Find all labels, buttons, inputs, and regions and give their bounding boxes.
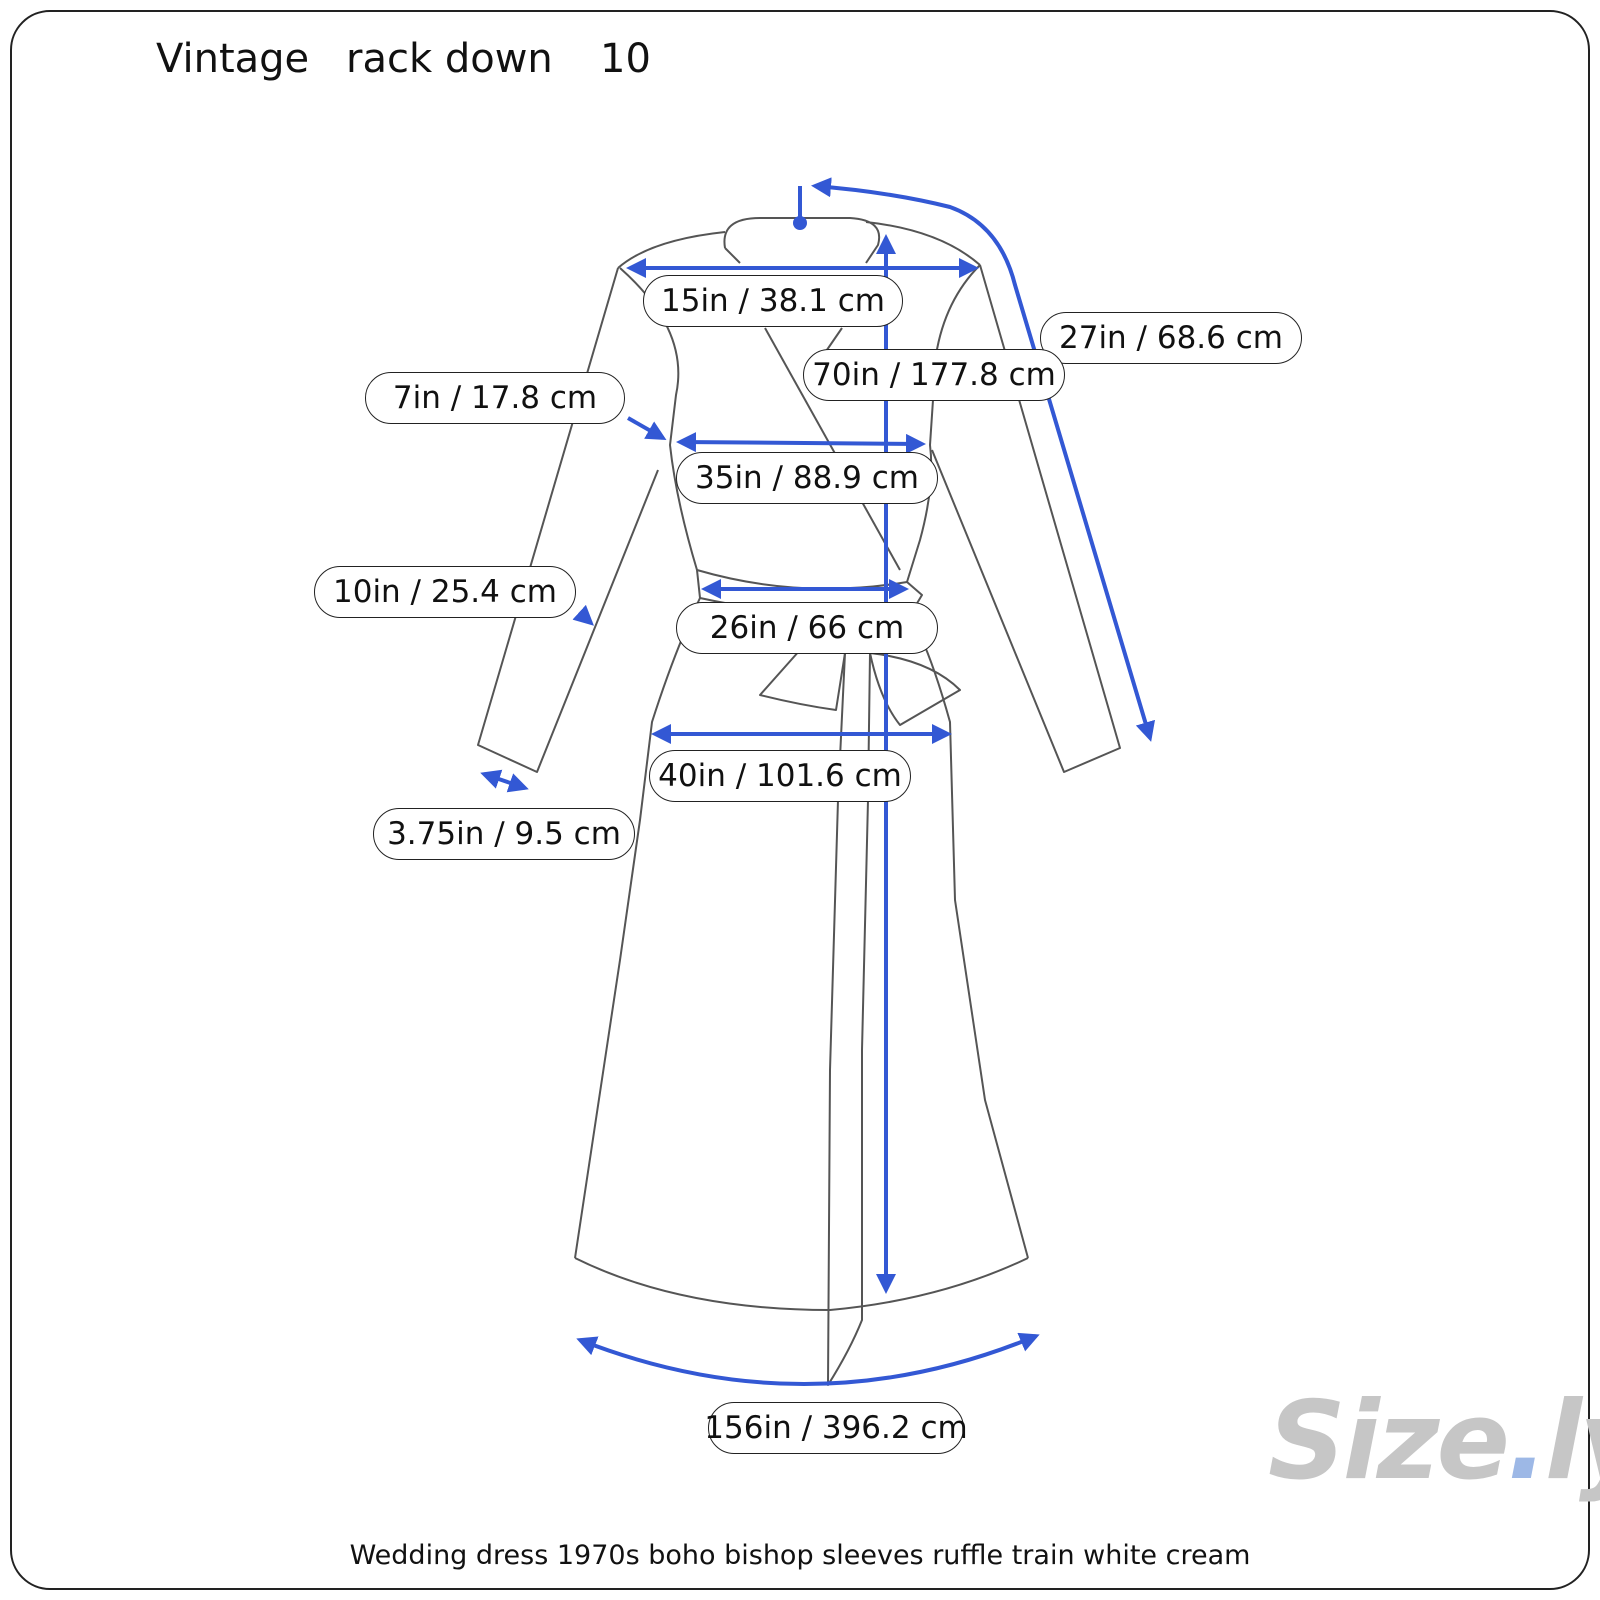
cuff-label: 3.75in / 9.5 cm [373,808,635,860]
bicep-arrow [572,604,594,626]
left-sleeve [477,267,659,773]
chest-label: 35in / 88.9 cm [676,452,938,504]
neck-dot [793,216,807,230]
sleeve-length-label: 27in / 68.6 cm [1040,312,1302,364]
left-bodice [574,267,701,1259]
shoulder-width-label: 15in / 38.1 cm [643,275,903,327]
armhole-arrow [627,416,667,440]
sleeve-length-arrow [811,177,1156,742]
total-length-label: 70in / 177.8 cm [803,349,1065,401]
right-bodice [906,264,1029,1259]
hem-arrow [576,1332,1040,1386]
hem [574,1257,1029,1311]
brand-title: Vintage [156,36,310,82]
item-name-title: rack down [346,36,553,82]
waist-label: 26in / 66 cm [676,602,938,654]
chest-arrow [676,432,926,454]
armhole-label: 7in / 17.8 cm [365,372,625,424]
cuff-arrow [480,769,529,793]
hem-sweep-label: 156in / 396.2 cm [704,1402,968,1454]
bicep-label: 10in / 25.4 cm [314,566,576,618]
hips-label: 40in / 101.6 cm [649,750,911,802]
left-shoulder [617,231,726,269]
sizely-logo: Size.ly [1268,1379,1600,1504]
card-frame [10,10,1590,1590]
size-title: 10 [600,36,651,82]
right-shoulder [865,221,981,266]
product-caption: Wedding dress 1970s boho bishop sleeves … [349,1540,1251,1571]
